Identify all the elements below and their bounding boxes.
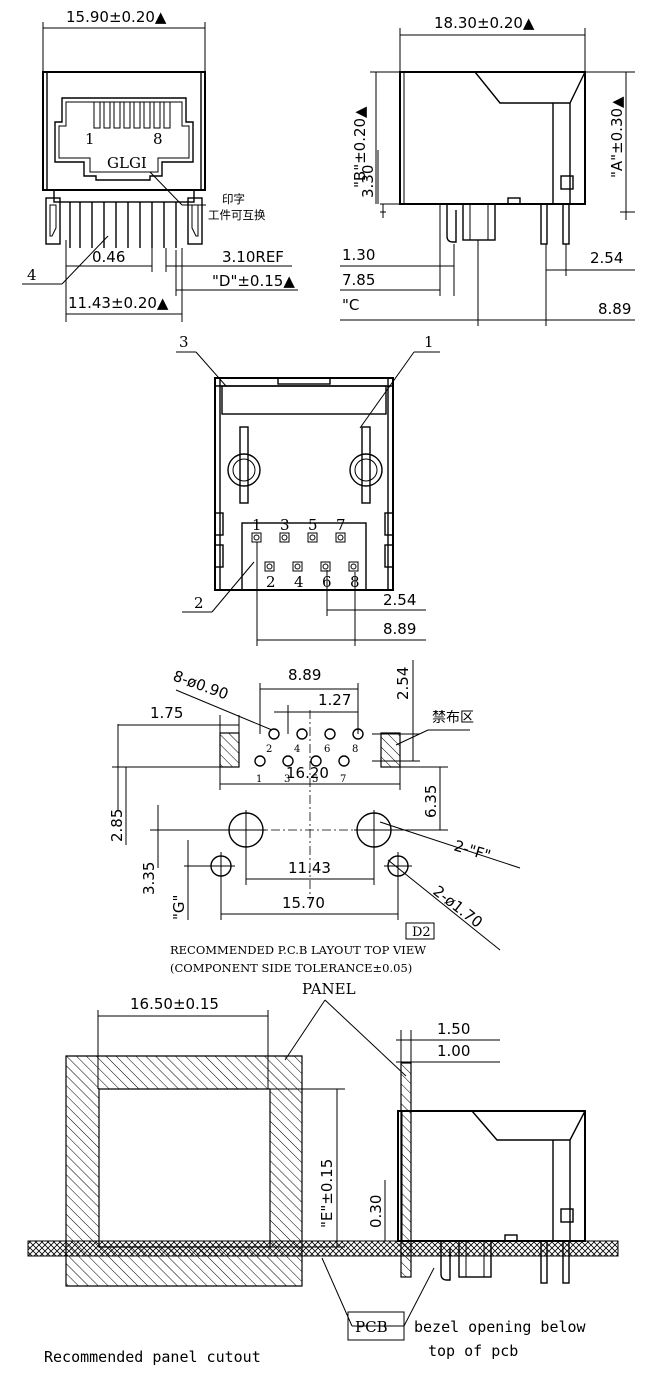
dim-panel-e: "E"±0.15 <box>318 1159 336 1228</box>
panel-caption-right-2: top of pcb <box>428 1342 518 1360</box>
callout-3: 3 <box>179 333 189 351</box>
dim-side-889: 8.89 <box>598 300 631 318</box>
callout-1: 1 <box>424 333 434 351</box>
dim-layout-254: 2.54 <box>394 667 412 700</box>
dim-layout-1620: 16.20 <box>286 764 329 782</box>
dim-side-254: 2.54 <box>590 249 623 267</box>
dim-330: 3.30 <box>359 165 377 198</box>
layout-pin-6: 6 <box>324 744 330 755</box>
dim-a: "A"±0.30▲ <box>608 96 626 178</box>
dim-layout-889: 8.89 <box>288 666 321 684</box>
d2-label: D2 <box>412 925 431 940</box>
layout-pin-2: 2 <box>266 744 272 755</box>
layout-pin-1: 1 <box>256 774 262 785</box>
bottom-pin-5: 5 <box>308 516 318 534</box>
contact-fingers <box>93 101 171 129</box>
bottom-view: 1 3 5 7 2 4 6 8 3 1 2 2.54 8.89 <box>176 333 440 646</box>
pin-squares <box>251 532 359 572</box>
side-view: 18.30±0.20▲ "B"±0.20▲ "A"±0.30▲ 3.30 <box>340 14 635 326</box>
dim-bottom-889: 8.89 <box>383 620 416 638</box>
dim-bottom-254: 2.54 <box>383 591 416 609</box>
dim-side-length: 18.30±0.20▲ <box>434 14 535 32</box>
pcb-label: PCB <box>355 1318 388 1336</box>
note-line1: 印字 <box>222 192 245 206</box>
dim-layout-175: 1.75 <box>150 704 183 722</box>
bottom-pin-3: 3 <box>280 516 290 534</box>
layout-pin-3: 3 <box>284 774 290 785</box>
dim-pin-width: 0.46 <box>92 248 125 266</box>
dim-panel-030: 0.30 <box>367 1195 385 1228</box>
callout-4: 4 <box>27 266 37 284</box>
callout-2: 2 <box>194 594 204 612</box>
dim-front-bottom: 11.43±0.20▲ <box>68 294 169 312</box>
pin8-label: 8 <box>153 130 163 148</box>
bottom-pin-2: 2 <box>266 573 276 591</box>
dim-layout-635: 6.35 <box>422 785 440 818</box>
dim-layout-335: 3.35 <box>140 862 158 895</box>
layout-caption-1: RECOMMENDED P.C.B LAYOUT TOP VIEW <box>170 943 426 957</box>
bottom-pin-4: 4 <box>294 573 304 591</box>
dim-b: "B"±0.20▲ <box>351 106 369 188</box>
layout-pin-5: 5 <box>312 774 318 785</box>
panel-cutout: 16.50±0.15 "E"±0.15 PANEL 1.50 1.00 <box>27 980 619 1366</box>
dim-ref: 3.10REF <box>222 248 284 266</box>
dim-layout-1143: 11.43 <box>288 859 331 877</box>
dim-d: "D"±0.15▲ <box>212 272 295 290</box>
layout-pin-8: 8 <box>352 744 358 755</box>
front-view: 15.90±0.20▲ 1 8 GLGI <box>22 8 298 322</box>
panel-caption-right-1: bezel opening below <box>414 1318 587 1336</box>
dim-holes: 8-ø0.90 <box>171 667 231 704</box>
dim-layout-127: 1.27 <box>318 691 351 709</box>
dim-layout-g: "G" <box>170 895 188 920</box>
bottom-pin-1: 1 <box>252 516 262 534</box>
dim-130: 1.30 <box>342 246 375 264</box>
dim-panel-150: 1.50 <box>437 1020 470 1038</box>
logo-text: GLGI <box>107 154 147 172</box>
dim-layout-f: 2-"F" <box>452 837 493 865</box>
dim-layout-285: 2.85 <box>108 809 126 842</box>
dim-panel-width: 16.50±0.15 <box>130 995 219 1013</box>
dim-layout-170: 2-ø1.70 <box>430 882 486 932</box>
bottom-pin-7: 7 <box>336 516 346 534</box>
dim-front-width: 15.90±0.20▲ <box>66 8 167 26</box>
dim-layout-1570: 15.70 <box>282 894 325 912</box>
dim-c: "C <box>342 296 359 314</box>
panel-label: PANEL <box>302 980 356 998</box>
layout-pin-4: 4 <box>294 744 300 755</box>
keepout-label: 禁布区 <box>432 710 474 726</box>
dim-785: 7.85 <box>342 271 375 289</box>
note-line2: 工件可互换 <box>208 208 266 222</box>
layout-pin-7: 7 <box>340 774 346 785</box>
dim-panel-100: 1.00 <box>437 1042 470 1060</box>
pin1-label: 1 <box>85 130 95 148</box>
pcb-legs <box>45 197 203 248</box>
panel-caption-left: Recommended panel cutout <box>44 1348 261 1366</box>
pin-holes <box>254 728 364 767</box>
pcb-layout: 8.89 1.27 2.54 2 4 6 8 1 3 5 7 8-ø0.90 <box>108 660 521 975</box>
layout-caption-2: (COMPONENT SIDE TOLERANCE±0.05) <box>170 961 412 975</box>
